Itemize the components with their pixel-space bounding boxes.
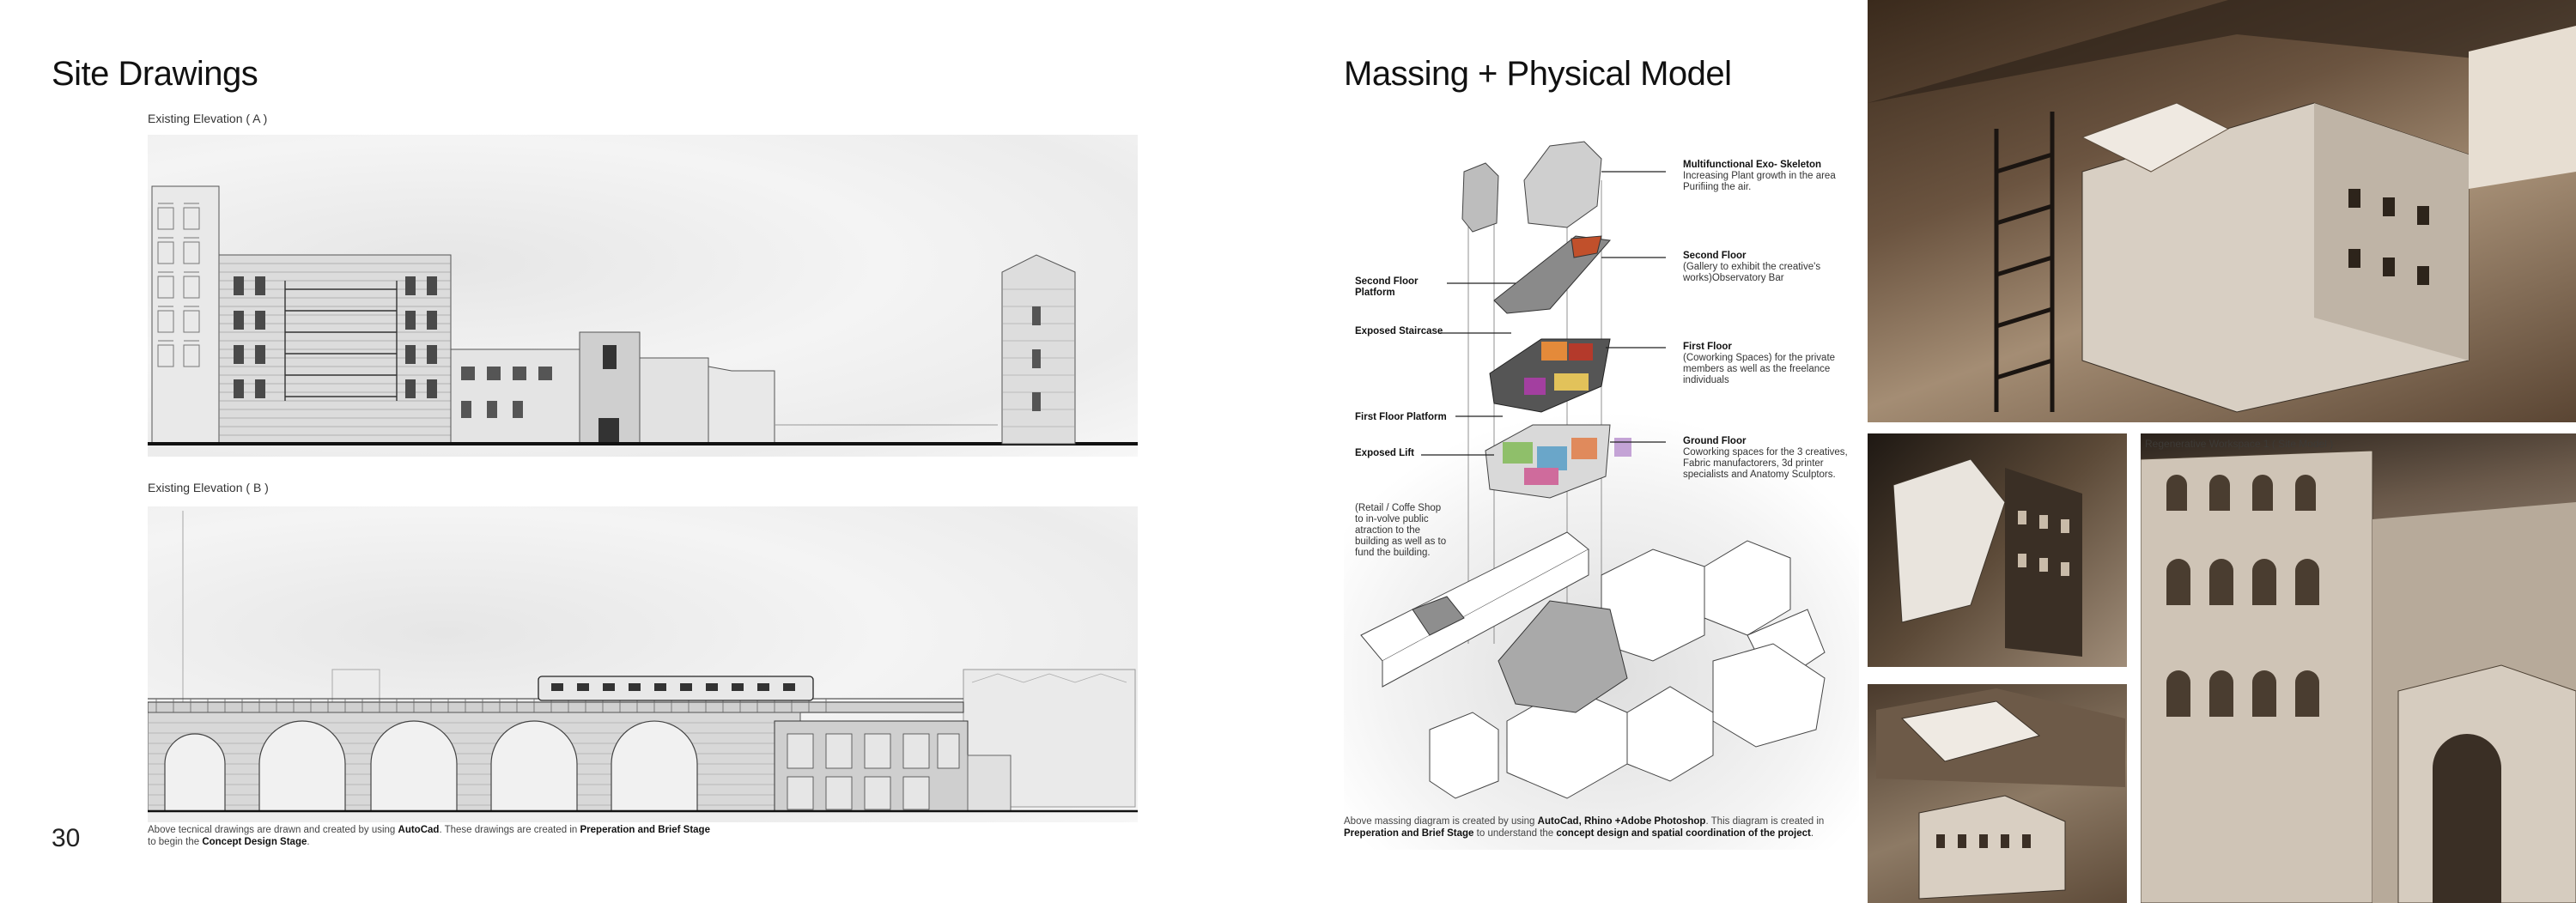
model-photo-small-bottom: [1868, 684, 2127, 903]
label-second-floor-platform: Second Floor Platform: [1355, 276, 1419, 298]
site-drawings-title: Site Drawings: [52, 55, 258, 93]
model-photo-main: [1868, 0, 2576, 422]
label-exposed-staircase: Exposed Staircase: [1355, 326, 1443, 336]
elevation-b-drawing: [148, 506, 1138, 822]
label-ground-floor: Ground Floor Coworking spaces for the 3 …: [1683, 436, 1848, 480]
photo-caption: Regenerative Workspace 1 ( Site Model ): [2145, 438, 2334, 450]
label-first-floor-platform: First Floor Platform: [1355, 412, 1447, 422]
label-first-floor: First Floor (Coworking Spaces) for the p…: [1683, 342, 1836, 385]
site-drawings-footnote: Above tecnical drawings are drawn and cr…: [148, 825, 710, 847]
massing-diagram: [1344, 129, 1859, 850]
label-exo-skeleton: Multifunctional Exo- Skeleton Increasing…: [1683, 160, 1836, 192]
elevation-a-drawing: [148, 135, 1138, 457]
label-exposed-lift: Exposed Lift: [1355, 448, 1415, 458]
elevation-b-label: Existing Elevation ( B ): [148, 481, 269, 494]
label-second-floor: Second Floor (Gallery to exhibit the cre…: [1683, 251, 1821, 283]
elevation-a-label: Existing Elevation ( A ): [148, 112, 268, 125]
model-photo-large: [2141, 433, 2576, 903]
model-photo-small-top: [1868, 433, 2127, 667]
label-retail-note: (Retail / Coffe Shop to in-volve public …: [1355, 503, 1447, 558]
massing-title: Massing + Physical Model: [1344, 55, 1732, 93]
page-number: 30: [52, 824, 81, 852]
massing-footnote: Above massing diagram is created by usin…: [1344, 816, 1825, 839]
